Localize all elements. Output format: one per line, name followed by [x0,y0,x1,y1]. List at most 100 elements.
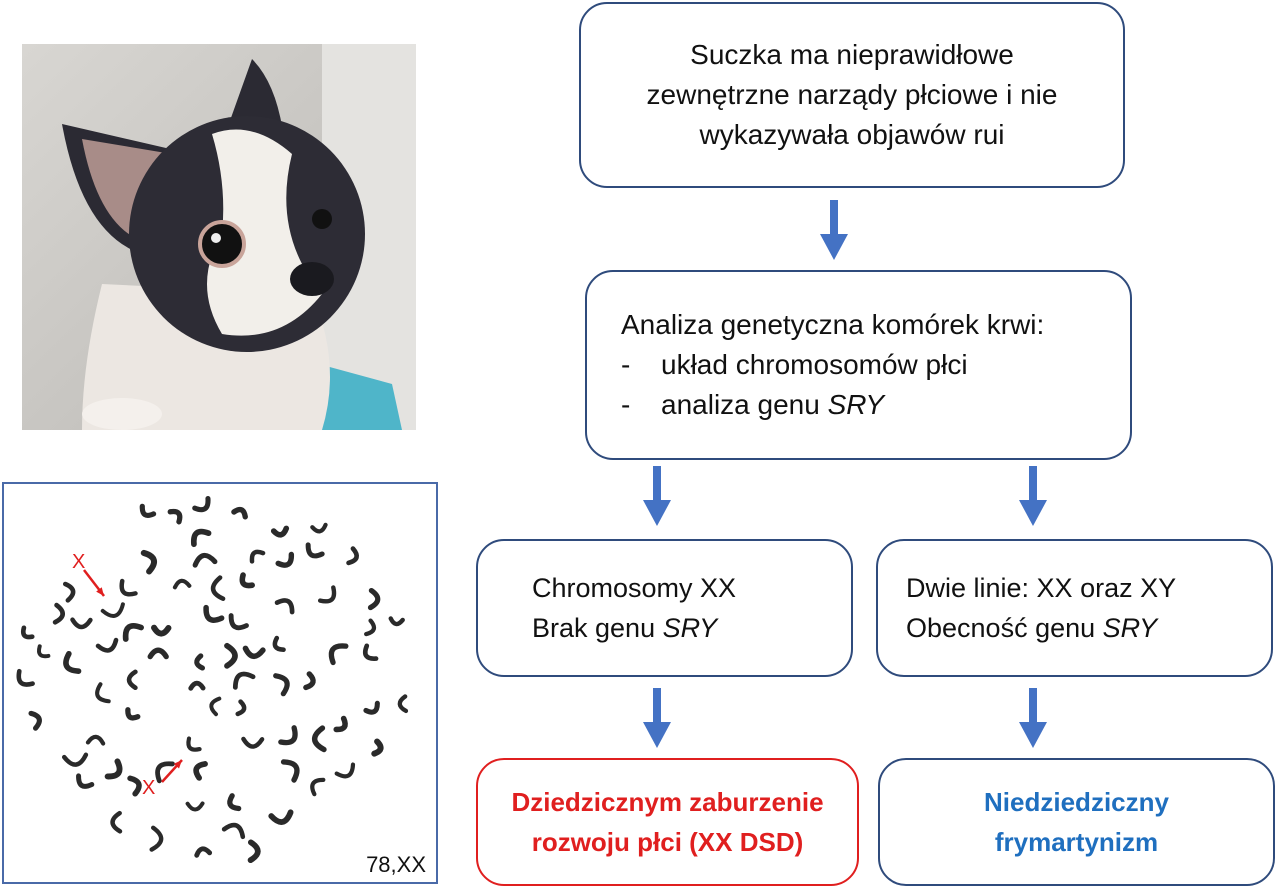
bullet-text: układ chromosomów płci [661,349,968,380]
chromosome [95,637,119,653]
chromosome [63,650,82,674]
chromosome [224,642,238,669]
start-box: Suczka ma nieprawidłowe zewnętrzne narzą… [579,2,1125,188]
chromosome [139,503,157,518]
right-finding-box: Dwie linie: XX oraz XY Obecność genu SRY [876,539,1273,677]
chromosome [122,622,144,642]
chromosome [235,699,247,717]
chromosome [371,738,384,757]
chromosome [188,680,206,691]
chromosome [270,525,290,538]
chromosome [272,635,286,653]
result-xx-dsd-box: Dziedzicznym zaburzenie rozwoju płci (XX… [476,758,859,886]
chromosome [147,647,169,660]
arrow-down-icon [643,688,671,748]
analysis-bullet-2: - analiza genu SRY [621,385,1130,425]
chromosome [62,581,76,603]
result-left-line-1: Dziedzicznym zaburzenie [511,787,824,817]
chromosome [310,522,328,534]
chromosome [280,759,300,783]
x-marker-upper-label: X [72,551,85,573]
chromosome [310,777,326,797]
left-finding-line-1: Chromosomy XX [532,573,737,603]
x-marker-lower-arrowhead [173,760,182,769]
chromosome [110,810,123,834]
start-line-1: Suczka ma nieprawidłowe [690,39,1014,70]
arrow-down-icon [1019,466,1047,526]
chromosome [140,549,158,575]
result-left-line-2: rozwoju płci (XX DSD) [531,827,804,857]
right-finding-gene: SRY [1102,613,1158,643]
puppy-illustration [22,44,416,430]
chromosome [303,671,316,691]
chromosome [151,624,172,637]
chromosome [239,572,255,589]
chromosome [193,761,208,781]
chromosome [249,549,266,564]
arrow-down-icon [643,466,671,526]
chromosome [311,725,327,753]
karyotype-label: 78,XX [366,852,426,877]
chromosome [127,775,142,797]
chromosome [85,734,106,746]
chromosome [16,668,35,687]
start-line-3: wykazywała objawów rui [699,119,1005,150]
right-finding-text: Obecność genu [906,613,1103,643]
chromosome [126,669,138,691]
chromosome [194,846,213,858]
chromosome [125,707,141,721]
chromosome [363,700,380,715]
chromosome [209,696,222,717]
chromosome [36,644,51,659]
chromosome [194,653,206,671]
chromosome [227,793,242,812]
chromosome [367,587,381,611]
chromosome [95,682,111,704]
chromosome [203,604,225,623]
chromosome [247,839,261,864]
chromosome [100,602,125,618]
arrow-down-icon [1019,688,1047,748]
right-finding-line-2: Obecność genu SRY [906,608,1271,648]
result-right-line-1: Niedziedziczny [984,787,1169,817]
chromosome [317,585,337,604]
karyotype-panel: X X 78,XX [2,482,438,884]
chromosome [149,825,164,852]
chromosome [242,645,266,660]
x-marker-lower-label: X [142,777,155,799]
analysis-heading: Analiza genetyczna komórek krwi: [621,309,1045,340]
chromosome [70,617,93,630]
x-marker-upper-arrowhead [96,587,104,596]
chromosome [328,643,349,666]
left-finding-box: Chromosomy XX Brak genu SRY [476,539,853,677]
chromosome [167,508,183,525]
chromosome [268,809,294,825]
chromosome [364,618,377,637]
chromosome [190,528,212,548]
chromosome [185,801,205,812]
chromosome [221,822,246,840]
chromosome [232,671,256,690]
chromosome [274,598,295,615]
chromosome [397,694,409,714]
bullet-dash: - [621,389,631,420]
chromosome [275,551,295,568]
chromosome [231,506,248,520]
chromosome [76,773,95,789]
chromosome [52,602,66,625]
chromosome [104,758,123,780]
bullet-text: analiza genu [661,389,828,420]
chromosome [119,578,138,597]
result-right-line-2: frymartynizm [994,827,1159,857]
puppy-photo [22,44,416,430]
start-line-2: zewnętrzne narządy płciowe i nie [646,79,1058,110]
chromosome [333,715,348,733]
chromosome [228,613,249,631]
chromosome [346,546,360,566]
left-finding-line-2: Brak genu SRY [532,608,851,648]
chromosome [186,736,202,752]
bullet-dash: - [621,349,631,380]
chromosome [278,725,298,746]
chromosome [28,710,42,731]
chromosome [388,616,405,627]
